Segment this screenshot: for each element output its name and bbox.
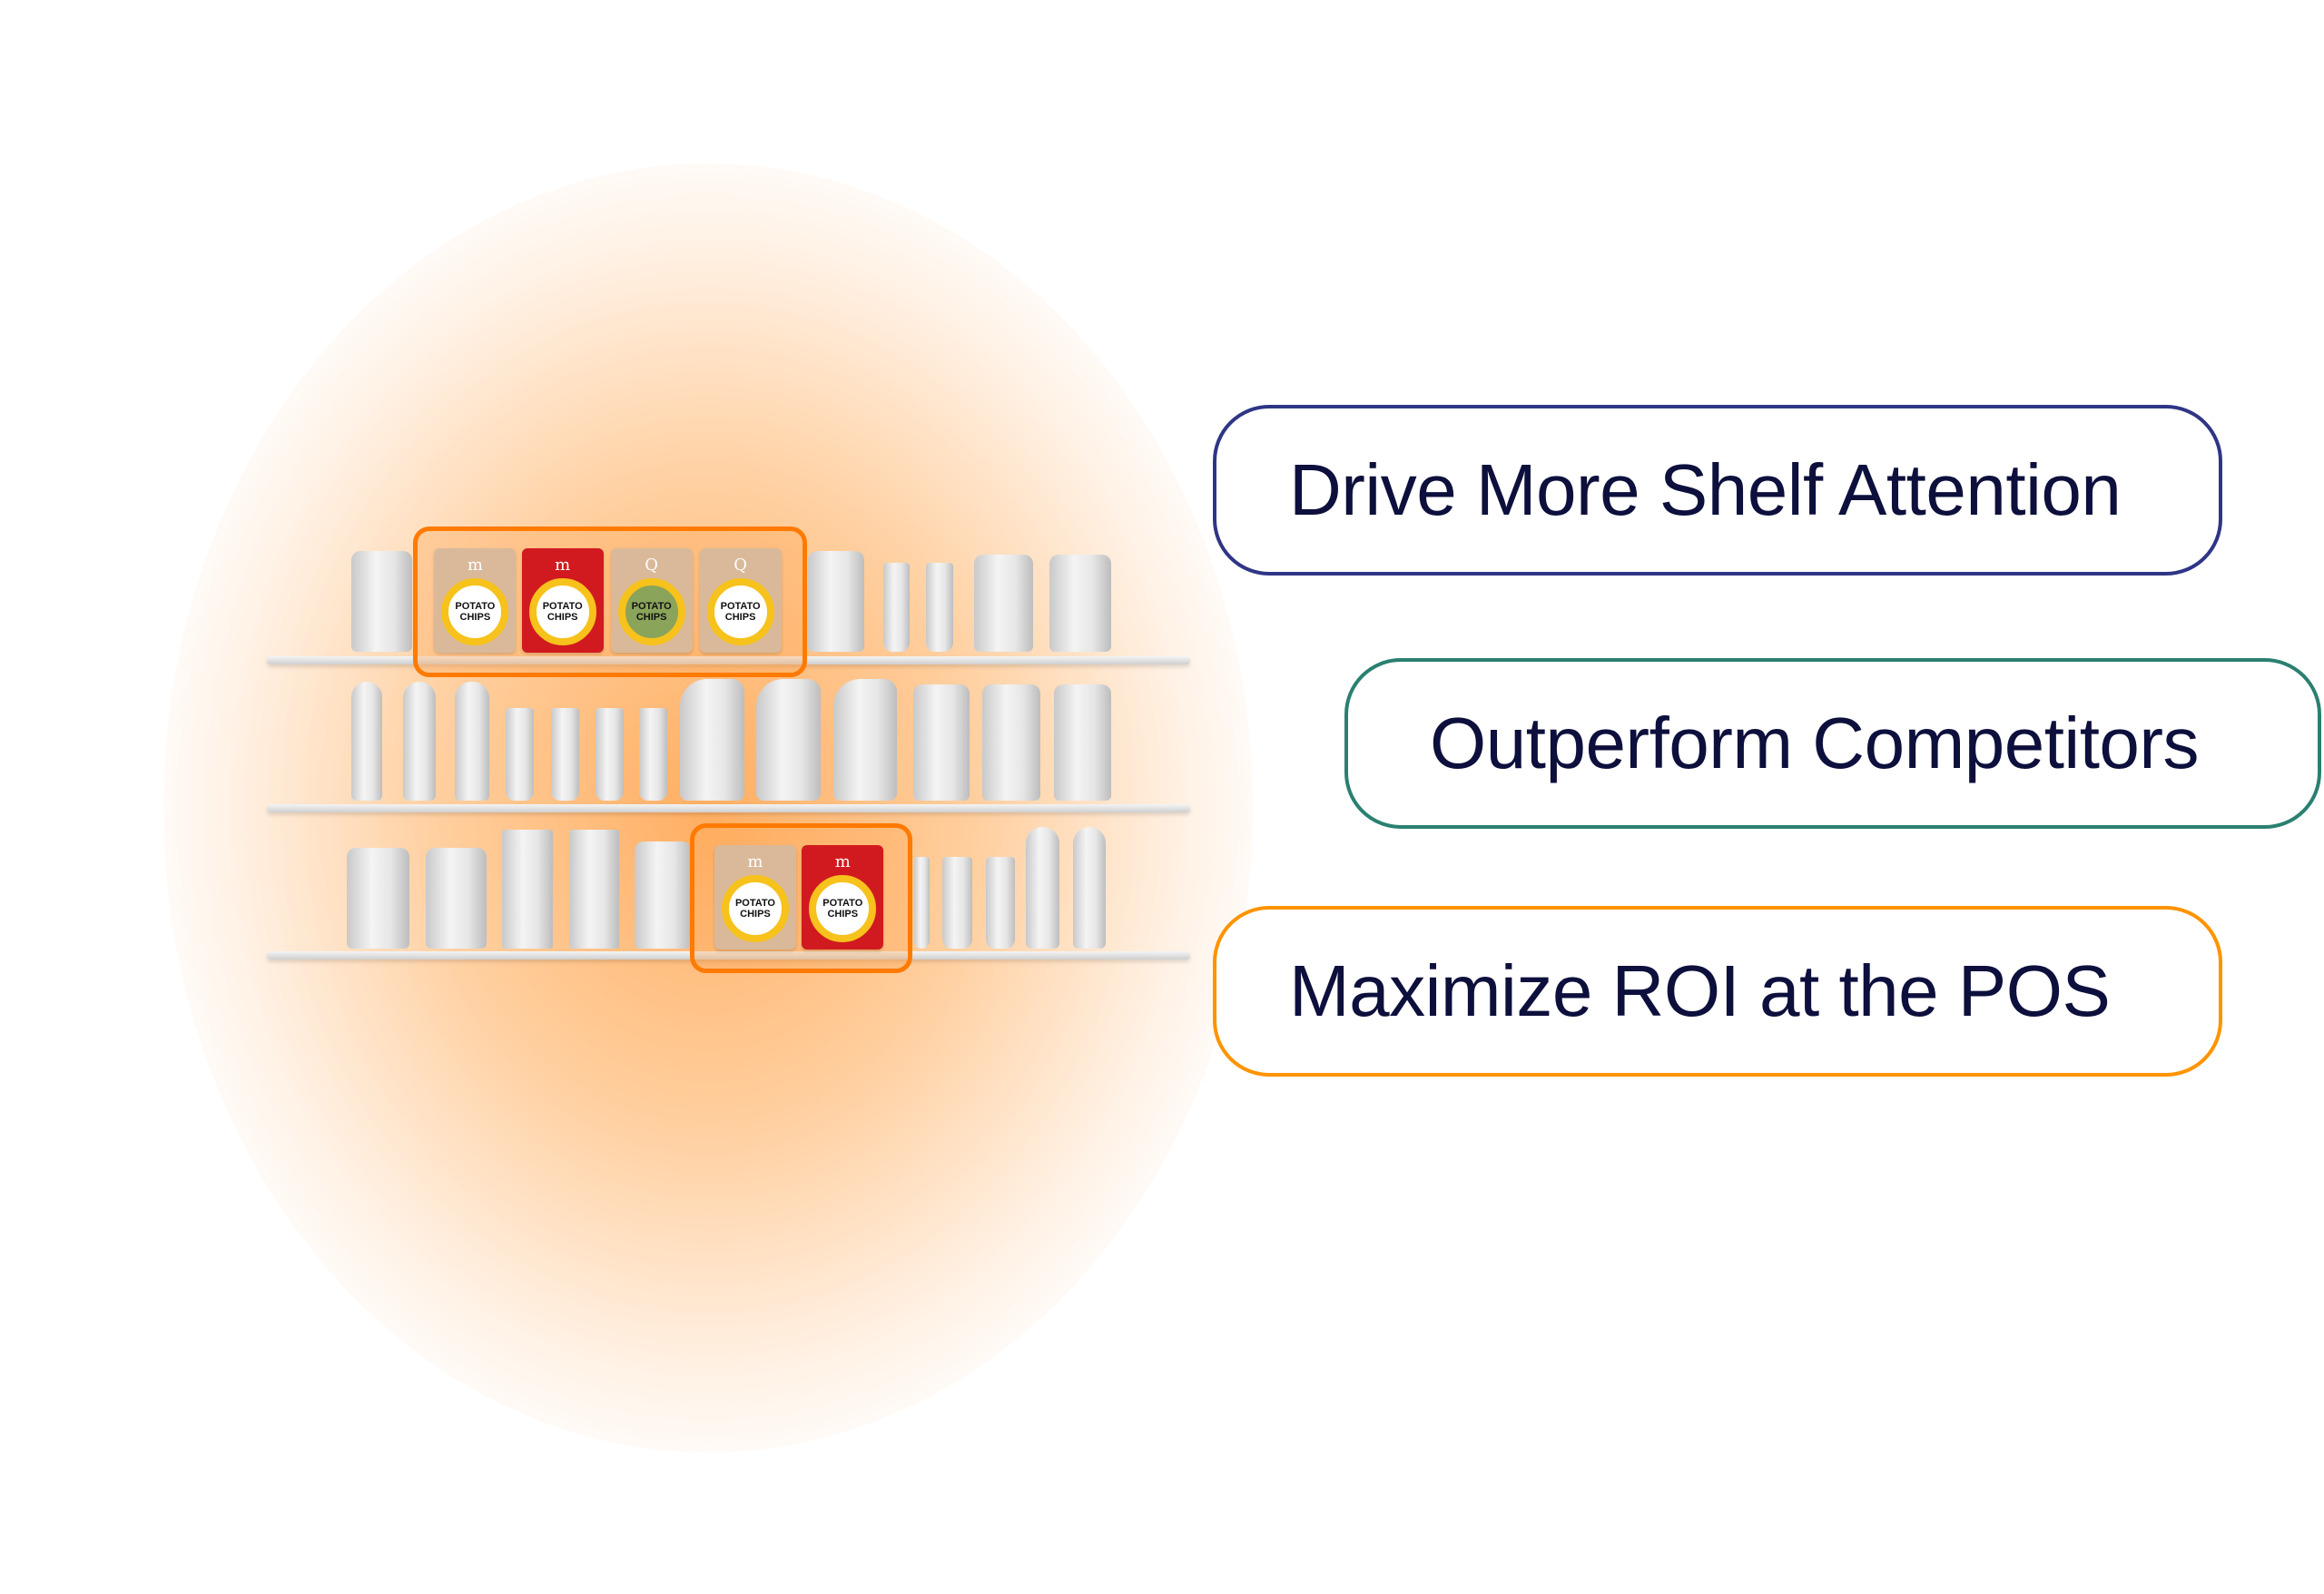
benefit-label: Drive More Shelf Attention xyxy=(1289,449,2122,530)
shelf-middle xyxy=(267,804,1190,812)
bag-label-line2: CHIPS xyxy=(740,909,771,920)
generic-product-box xyxy=(502,830,553,949)
brand-logo: Q xyxy=(645,556,659,575)
generic-product-tube xyxy=(926,563,953,653)
generic-product-jug xyxy=(755,678,822,801)
generic-product-box xyxy=(568,830,620,949)
generic-product-pouch xyxy=(425,847,487,949)
bag-label-line2: CHIPS xyxy=(724,612,756,623)
bag-label-line2: CHIPS xyxy=(547,612,578,623)
bag-label-line1: POTATO xyxy=(822,898,863,909)
brand-logo: Q xyxy=(734,556,747,575)
benefit-drive-attention: Drive More Shelf Attention xyxy=(1213,405,2222,576)
shelf-bottom xyxy=(267,951,1190,959)
bag-label-line2: CHIPS xyxy=(459,612,491,623)
generic-product-pouch xyxy=(912,684,970,801)
generic-product-tube xyxy=(883,563,911,653)
generic-product-pouch xyxy=(634,841,691,949)
generic-product-pouch xyxy=(347,847,409,949)
generic-product-pouch xyxy=(1053,684,1112,801)
benefit-label: Maximize ROI at the POS xyxy=(1289,950,2111,1031)
generic-product-tube xyxy=(914,856,930,949)
generic-product-bottle xyxy=(350,682,383,801)
generic-product-pouch xyxy=(350,551,412,653)
generic-product-jug xyxy=(680,678,744,801)
generic-product-tube xyxy=(551,708,580,801)
generic-product-bottle xyxy=(403,682,436,801)
generic-product-tube xyxy=(985,856,1016,949)
bag-label-line2: CHIPS xyxy=(827,909,859,920)
brand-logo: m xyxy=(747,852,763,871)
generic-product-pouch xyxy=(807,551,864,653)
brand-logo: m xyxy=(467,556,483,575)
bag-label-line2: CHIPS xyxy=(635,612,667,623)
shelf-top xyxy=(267,656,1190,664)
brand-logo: m xyxy=(555,556,571,575)
generic-product-bottle xyxy=(455,682,489,801)
bag-label-line1: POTATO xyxy=(542,601,583,612)
generic-product-bottle xyxy=(1073,827,1106,949)
generic-product-jug xyxy=(832,678,897,801)
bag-label-line1: POTATO xyxy=(631,601,672,612)
generic-product-pouch xyxy=(1049,554,1112,653)
bag-label-line1: POTATO xyxy=(720,601,761,612)
generic-product-tube xyxy=(596,708,625,801)
generic-product-pouch xyxy=(982,684,1041,801)
benefit-maximize-roi: Maximize ROI at the POS xyxy=(1213,906,2222,1077)
bag-label-line1: POTATO xyxy=(734,898,775,909)
benefit-outperform-competitors: Outperform Competitors xyxy=(1344,658,2321,829)
generic-product-tube xyxy=(942,856,972,949)
benefit-label: Outperform Competitors xyxy=(1430,703,2200,783)
brand-logo: m xyxy=(834,852,851,871)
generic-product-tube xyxy=(505,708,534,801)
generic-product-tube xyxy=(638,708,667,801)
generic-product-pouch xyxy=(973,554,1033,653)
generic-product-bottle xyxy=(1025,827,1060,949)
bag-label-line1: POTATO xyxy=(455,601,496,612)
